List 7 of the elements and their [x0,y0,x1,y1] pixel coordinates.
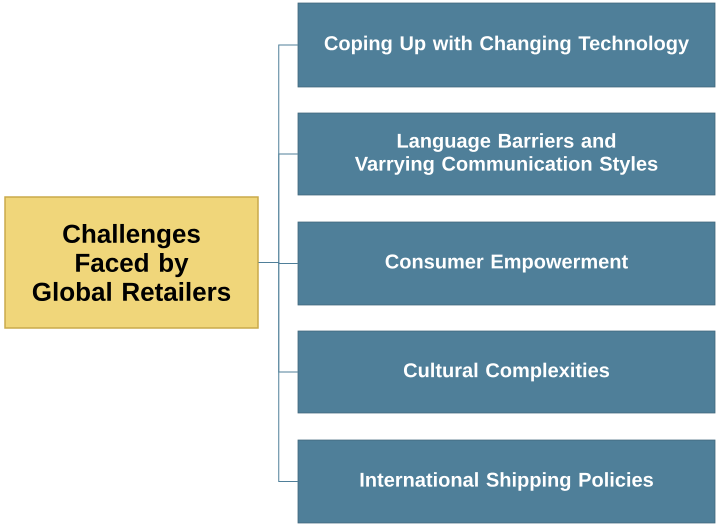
challenge-box: Cultural Complexities [298,330,716,414]
challenge-box: Consumer Empowerment [298,222,716,306]
title-box: Challenges Faced by Global Retailers [4,196,259,329]
challenge-box: International Shipping Policies [298,440,716,524]
challenge-box: Language Barriers and Varrying Communication Styles [298,112,716,196]
challenge-box: Coping Up with Changing Technology [298,2,716,88]
connector-line [258,262,298,482]
